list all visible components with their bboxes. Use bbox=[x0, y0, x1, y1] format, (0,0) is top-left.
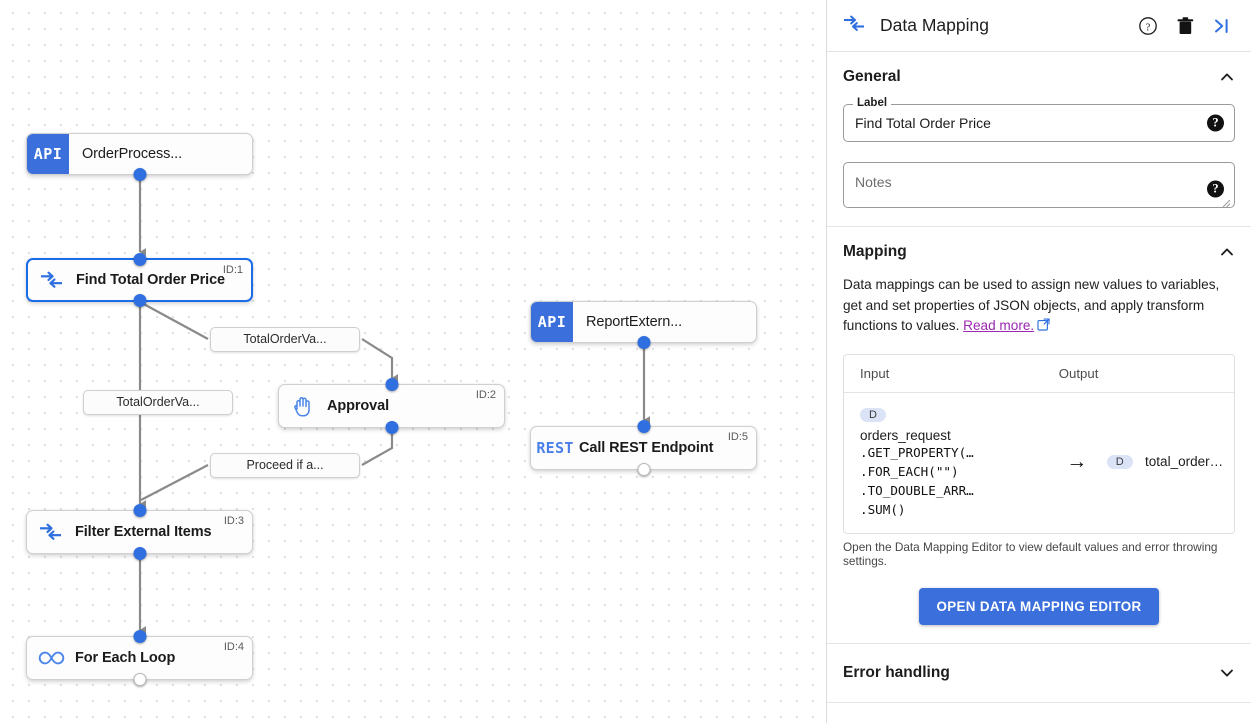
label-field[interactable]: Label Find Total Order Price ? bbox=[843, 97, 1235, 142]
mapping-table: Input Output D orders_request .GET_PROPE… bbox=[843, 353, 1235, 534]
node-title: For Each Loop bbox=[75, 650, 176, 666]
section-mapping-header[interactable]: Mapping bbox=[843, 243, 1235, 261]
output-type-chip: D bbox=[1106, 454, 1134, 469]
edge-label-proceed-if-approved[interactable]: Proceed if a... bbox=[210, 453, 360, 478]
input-expression-line: .GET_PROPERTY(… bbox=[860, 444, 974, 460]
node-title: Call REST Endpoint bbox=[579, 440, 714, 456]
svg-text:?: ? bbox=[1146, 22, 1151, 33]
node-input-port[interactable] bbox=[385, 378, 398, 391]
node-title: Find Total Order Price bbox=[76, 272, 226, 288]
node-output-port[interactable] bbox=[133, 294, 146, 307]
node-title: Approval bbox=[327, 398, 390, 414]
input-type-chip: D bbox=[860, 407, 887, 422]
data-mapping-icon bbox=[28, 270, 76, 290]
node-id-label: ID:2 bbox=[475, 389, 496, 401]
hand-icon bbox=[279, 395, 327, 418]
section-mapping: Mapping Data mappings can be used to ass… bbox=[827, 227, 1251, 644]
label-help-icon[interactable]: ? bbox=[1207, 114, 1224, 132]
rest-badge: REST bbox=[536, 439, 574, 457]
read-more-link[interactable]: Read more. bbox=[963, 318, 1035, 333]
notes-placeholder: Notes bbox=[855, 174, 892, 190]
notes-help-icon[interactable]: ? bbox=[1207, 180, 1224, 198]
mapping-arrow-icon: → bbox=[1066, 449, 1088, 473]
node-output-port[interactable] bbox=[133, 168, 146, 181]
node-approval[interactable]: Approval ID:2 bbox=[278, 378, 505, 434]
mapping-description: Data mappings can be used to assign new … bbox=[843, 275, 1235, 338]
node-output-port[interactable] bbox=[637, 336, 650, 349]
section-error-handling-title: Error handling bbox=[843, 663, 950, 681]
mapping-description-text: Data mappings can be used to assign new … bbox=[843, 277, 1220, 333]
collapse-panel-icon[interactable] bbox=[1207, 11, 1237, 41]
edge-connectors bbox=[138, 175, 650, 634]
input-expression-line: .TO_DOUBLE_ARR… bbox=[860, 482, 974, 498]
open-data-mapping-editor-button[interactable]: OPEN DATA MAPPING EDITOR bbox=[919, 587, 1159, 625]
workflow-canvas[interactable]: API OrderProcess... Find Total Order Price… bbox=[0, 0, 827, 723]
label-field-value: Find Total Order Price bbox=[855, 115, 991, 131]
node-reportextern[interactable]: API ReportExtern... bbox=[530, 301, 757, 349]
column-header-input: Input bbox=[860, 365, 890, 381]
data-mapping-icon bbox=[27, 522, 75, 542]
node-title: Filter External Items bbox=[75, 524, 212, 540]
cta-container: OPEN DATA MAPPING EDITOR bbox=[843, 587, 1235, 625]
section-error-handling: Error handling bbox=[827, 644, 1251, 703]
node-orderprocess[interactable]: API OrderProcess... bbox=[26, 133, 253, 181]
chevron-up-icon[interactable] bbox=[1219, 69, 1235, 85]
properties-panel: Data Mapping ? bbox=[827, 0, 1251, 723]
node-call-rest-endpoint[interactable]: REST Call REST Endpoint ID:5 bbox=[530, 420, 757, 476]
edge-label-totalordervalue-2[interactable]: TotalOrderVa... bbox=[83, 390, 233, 415]
node-title: ReportExtern... bbox=[586, 314, 683, 330]
node-output-port[interactable] bbox=[133, 673, 146, 686]
node-title: OrderProcess... bbox=[82, 146, 183, 162]
node-input-port[interactable] bbox=[133, 630, 146, 643]
section-error-handling-header[interactable]: Error handling bbox=[843, 664, 1235, 682]
input-expression-line: .FOR_EACH("") bbox=[860, 463, 959, 479]
delete-icon[interactable] bbox=[1170, 11, 1200, 41]
mapping-output-cell: D total_order… bbox=[1106, 454, 1234, 469]
page-title: Data Mapping bbox=[880, 15, 989, 35]
help-icon[interactable]: ? bbox=[1133, 11, 1163, 41]
chevron-up-icon[interactable] bbox=[1219, 244, 1235, 260]
external-link-icon[interactable] bbox=[1037, 317, 1050, 338]
node-input-port[interactable] bbox=[133, 504, 146, 517]
section-mapping-title: Mapping bbox=[843, 243, 907, 260]
mapping-table-header: Input Output bbox=[844, 355, 1234, 393]
node-id-label: ID:5 bbox=[727, 431, 748, 443]
output-variable-name: total_order… bbox=[1145, 454, 1224, 469]
input-expression-line: .SUM() bbox=[860, 501, 906, 517]
node-output-port[interactable] bbox=[385, 421, 398, 434]
mapping-footnote: Open the Data Mapping Editor to view def… bbox=[843, 539, 1218, 568]
data-mapping-icon bbox=[843, 14, 866, 38]
panel-header: Data Mapping ? bbox=[827, 0, 1251, 52]
table-row[interactable]: D orders_request .GET_PROPERTY(… .FOR_EA… bbox=[844, 393, 1234, 533]
section-general-header[interactable]: General bbox=[843, 68, 1235, 86]
node-id-label: ID:4 bbox=[223, 641, 244, 653]
column-header-output: Output bbox=[1058, 365, 1099, 381]
node-output-port[interactable] bbox=[637, 463, 650, 476]
node-input-port[interactable] bbox=[637, 420, 650, 433]
notes-resize-handle[interactable] bbox=[1221, 195, 1231, 208]
node-id-label: ID:1 bbox=[222, 264, 243, 276]
input-variable-name: orders_request bbox=[860, 427, 951, 443]
mapping-input-cell: D orders_request .GET_PROPERTY(… .FOR_EA… bbox=[844, 405, 1047, 519]
api-badge: API bbox=[27, 134, 69, 174]
node-filter-external-items[interactable]: Filter External Items ID:3 bbox=[26, 504, 253, 560]
notes-field[interactable]: Notes ? bbox=[843, 162, 1235, 208]
infinity-icon bbox=[27, 649, 75, 667]
label-field-legend: Label bbox=[853, 97, 892, 109]
node-input-port[interactable] bbox=[133, 253, 146, 266]
node-id-label: ID:3 bbox=[223, 515, 244, 527]
section-general-title: General bbox=[843, 68, 901, 85]
node-output-port[interactable] bbox=[133, 547, 146, 560]
chevron-down-icon[interactable] bbox=[1219, 665, 1235, 681]
edge-label-totalordervalue-1[interactable]: TotalOrderVa... bbox=[210, 327, 360, 352]
node-for-each-loop[interactable]: For Each Loop ID:4 bbox=[26, 630, 253, 686]
section-general: General Label Find Total Order Price ? N… bbox=[827, 52, 1251, 227]
api-badge: API bbox=[531, 302, 573, 342]
